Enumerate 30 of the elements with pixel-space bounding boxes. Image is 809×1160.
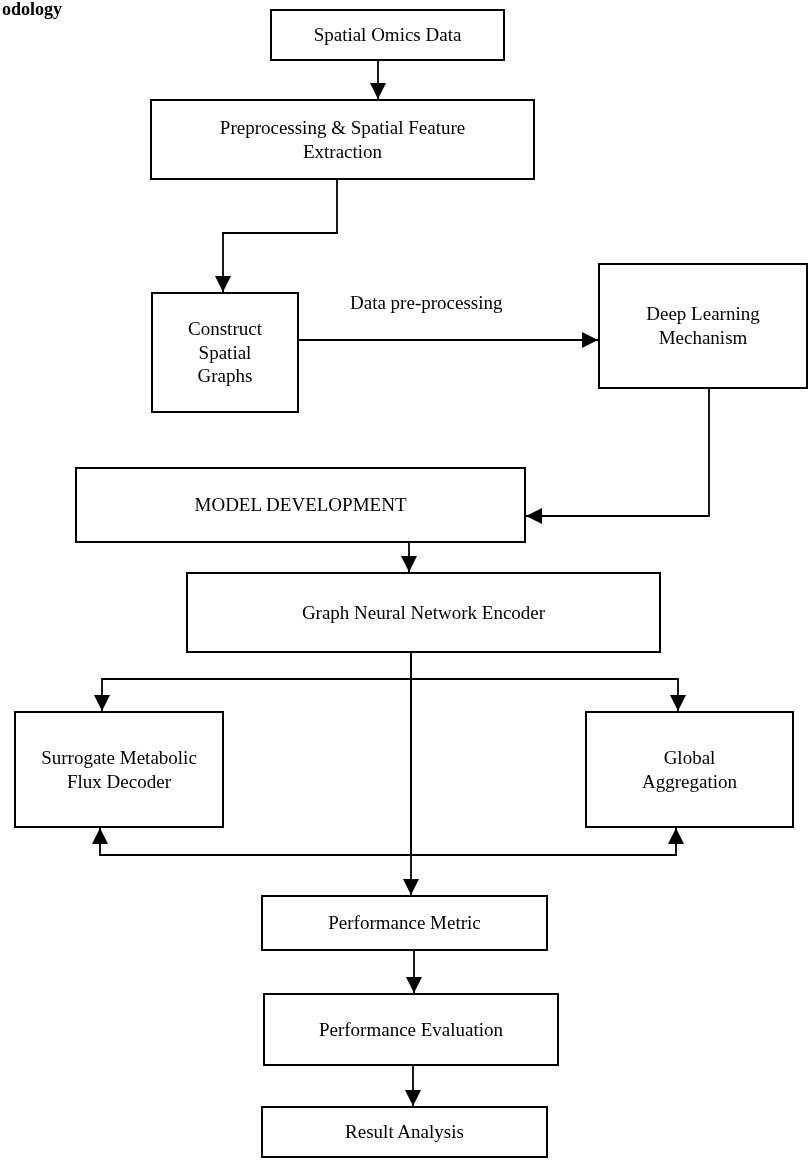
process-box: [75, 467, 526, 543]
process-box: [14, 711, 224, 828]
box-label: Deep Learning Mechanism: [645, 302, 761, 350]
heading: odology: [2, 0, 62, 20]
arrow: [298, 332, 599, 348]
arrow: [406, 950, 422, 994]
arrow: [525, 388, 710, 524]
process-box: [263, 993, 559, 1066]
process-box: [598, 263, 808, 389]
process-box: [585, 711, 794, 828]
box-label: Construct Spatial Graphs: [187, 316, 263, 389]
process-box: [150, 99, 535, 180]
box-label: MODEL DEVELOPMENT: [193, 493, 408, 517]
box-label: Surrogate Metabolic Flux Decoder: [40, 745, 198, 794]
process-box: [151, 292, 299, 413]
box-label: Preprocessing & Spatial Feature Extraction: [218, 115, 467, 164]
box-label: Graph Neural Network Encoder: [300, 600, 547, 625]
box-label: Performance Evaluation: [317, 1017, 505, 1042]
process-box: [270, 9, 505, 61]
box-label: Global Aggregation: [641, 745, 738, 794]
arrow: [401, 542, 417, 573]
arrow: [405, 1065, 421, 1107]
arrow: [370, 60, 386, 100]
process-box: [261, 1106, 548, 1158]
process-box: [186, 572, 661, 653]
box-label: Result Analysis: [344, 1120, 465, 1144]
arrow: [215, 179, 338, 293]
process-box: [261, 895, 548, 951]
box-label: Performance Metric: [327, 911, 482, 935]
box-label: Spatial Omics Data: [312, 23, 463, 47]
